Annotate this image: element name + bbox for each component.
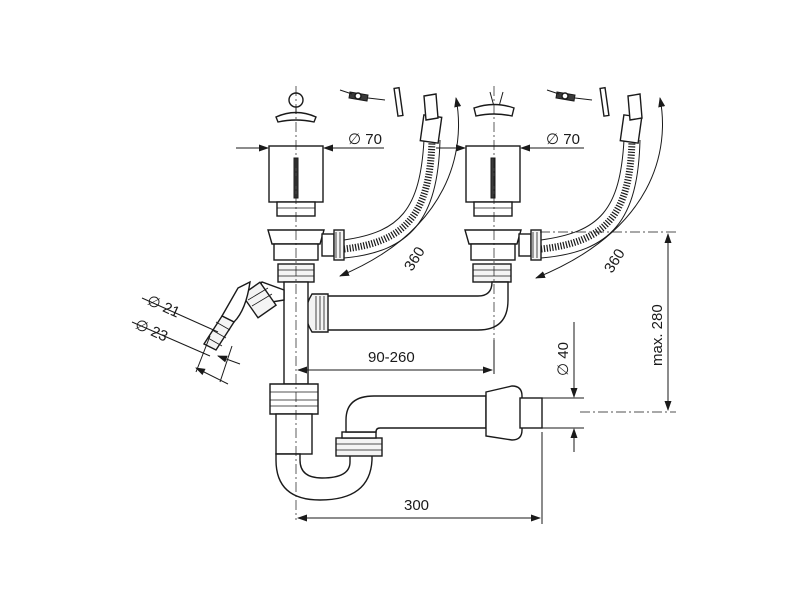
right-overflow-connector: [518, 229, 542, 261]
dimension-trap-width: 300: [297, 432, 543, 524]
label-diameter-21: ∅ 21: [144, 292, 182, 321]
right-outlet-flange: [464, 229, 522, 283]
right-strainer-body: [465, 145, 521, 217]
dimension-outlet-diameter: ∅ 40: [542, 322, 584, 452]
label-max-280: max. 280: [649, 304, 666, 366]
label-width-300: 300: [404, 497, 429, 514]
side-hose-connector: [202, 280, 285, 351]
label-diameter-40: ∅ 40: [555, 342, 572, 376]
dimension-bowl-spacing: 90-260: [297, 340, 495, 374]
left-overflow-hose: [343, 93, 443, 259]
left-overflow-cap-parts: [339, 86, 404, 117]
right-strainer-assembly: [464, 91, 542, 283]
label-diameter-70-left: ∅ 70: [348, 131, 382, 148]
right-overflow-cap-parts: [546, 86, 610, 117]
dimension-max-height: max. 280: [649, 233, 672, 411]
left-overflow-connector: [321, 229, 345, 261]
outlet-pipe: [345, 385, 543, 441]
label-diameter-23: ∅ 23: [132, 316, 170, 345]
right-overflow-hose: [540, 93, 643, 259]
label-overflow-360-left: 360: [401, 244, 429, 274]
label-diameter-70-right: ∅ 70: [546, 131, 580, 148]
bowl-connecting-pipe: [305, 281, 509, 333]
u-trap-bend: [275, 451, 373, 501]
label-spacing-90-260: 90-260: [368, 349, 415, 366]
left-strainer-assembly: [267, 92, 345, 283]
label-overflow-360-right: 360: [601, 246, 629, 276]
trap-outlet-nut: [335, 431, 383, 457]
dimension-overflow-length-right: 360: [535, 97, 666, 279]
